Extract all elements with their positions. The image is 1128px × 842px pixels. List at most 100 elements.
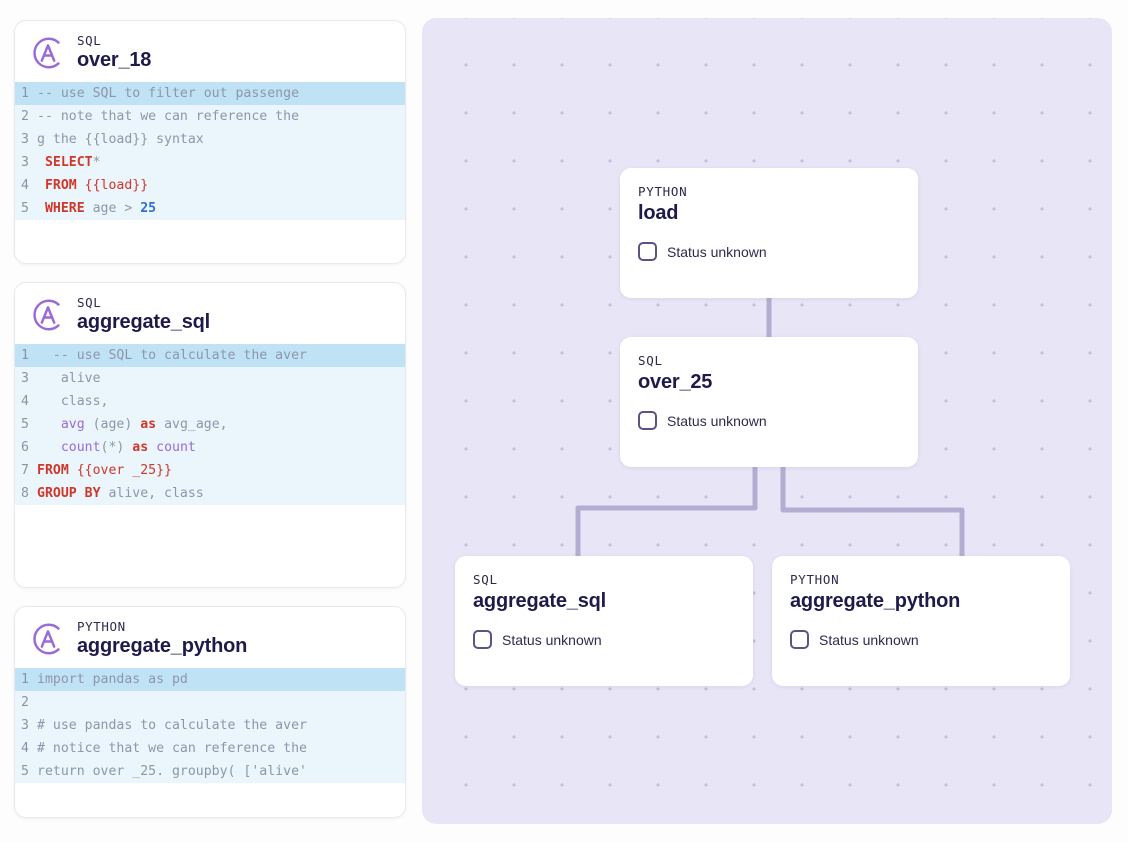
code-line-text: -- use SQL to calculate the aver (37, 344, 307, 367)
code-token: alive (37, 371, 101, 386)
code-line-text: return over _25. groupby( ['alive' (37, 760, 307, 783)
dag-canvas[interactable]: PYTHON load Status unknown SQL over_25 S… (422, 18, 1112, 824)
code-token: # notice that we can reference the (37, 741, 307, 756)
code-line-text: -- use SQL to filter out passenge (37, 82, 299, 105)
line-number: 3 (21, 371, 29, 386)
code-line[interactable]: 5 return over _25. groupby( ['alive' (15, 760, 405, 783)
code-line[interactable]: 1-- use SQL to filter out passenge (15, 82, 405, 105)
code-line[interactable]: 3 alive (15, 367, 405, 390)
editor-model-name: aggregate_python (77, 635, 248, 657)
code-line[interactable]: 4 FROM {{load}} (15, 174, 405, 197)
editor-card-filler (15, 505, 405, 587)
code-token: SELECT (44, 155, 93, 170)
edge-over25-to-aggregate-python (780, 467, 965, 556)
dag-node-over-25[interactable]: SQL over_25 Status unknown (620, 337, 918, 467)
editor-card-titles: PYTHON aggregate_python (77, 619, 247, 658)
line-number: 5 (21, 201, 29, 216)
code-line-text: SELECT* (37, 151, 101, 174)
code-line-text: count(*) as count (37, 436, 196, 459)
line-number: 1 (21, 672, 29, 687)
line-number: 3 (21, 132, 29, 147)
code-token: -- use SQL to filter out passenge (37, 86, 300, 101)
line-number: 6 (21, 440, 29, 455)
code-line-text: GROUP BY alive, class (37, 482, 204, 505)
line-number: 2 (21, 695, 29, 710)
line-number: 4 (21, 741, 29, 756)
code-token: GROUP BY (37, 486, 101, 501)
code-line[interactable]: 8 GROUP BY alive, class (15, 482, 405, 505)
code-token: 25 (140, 201, 157, 216)
editor-card-aggregate-sql[interactable]: SQL aggregate_sql 1 -- use SQL to calcul… (14, 282, 406, 588)
code-line[interactable]: 1 -- use SQL to calculate the aver (15, 344, 405, 367)
dag-node-name: load (638, 202, 679, 224)
code-token: count (60, 440, 101, 455)
line-number: 3 (21, 155, 29, 170)
dag-node-aggregate-python[interactable]: PYTHON aggregate_python Status unknown (772, 556, 1070, 686)
code-token: WHERE (44, 201, 85, 216)
code-token: -- note that we can reference the (37, 109, 300, 124)
code-token: g the {{load}} syntax (37, 132, 204, 147)
code-token (37, 440, 61, 455)
editor-card-titles: SQL aggregate_sql (77, 295, 210, 334)
code-line[interactable]: 3 SELECT* (15, 151, 405, 174)
code-token (37, 417, 61, 432)
code-line[interactable]: 2 -- note that we can reference the (15, 105, 405, 128)
code-line[interactable]: 2 (15, 691, 405, 714)
code-line[interactable]: 6 count(*) as count (15, 436, 405, 459)
edge-over25-to-aggregate-sql (575, 467, 758, 556)
code-line-text: FROM {{load}} (37, 174, 148, 197)
arc-a-logo-icon (29, 296, 67, 334)
code-line[interactable]: 3 g the {{load}} syntax (15, 128, 405, 151)
dag-node-status-row: Status unknown (638, 242, 900, 261)
code-token (37, 178, 45, 193)
line-number: 8 (21, 486, 29, 501)
line-number: 4 (21, 178, 29, 193)
code-line[interactable]: 5 WHERE age > 25 (15, 197, 405, 220)
code-line-text: alive (37, 367, 101, 390)
editor-card-header: SQL aggregate_sql (15, 283, 405, 344)
code-token (37, 201, 45, 216)
status-checkbox[interactable] (638, 411, 657, 430)
code-token: count (156, 440, 196, 455)
code-line-text: WHERE age > 25 (37, 197, 156, 220)
code-token: (*) (100, 440, 133, 455)
code-token: -- use SQL to calculate the aver (37, 348, 307, 363)
code-line[interactable]: 4 class, (15, 390, 405, 413)
editor-card-over-18[interactable]: SQL over_18 1-- use SQL to filter out pa… (14, 20, 406, 264)
code-token: FROM (44, 178, 77, 193)
code-token: FROM (37, 463, 69, 478)
arc-a-logo-icon (29, 620, 67, 658)
status-checkbox[interactable] (473, 630, 492, 649)
code-line[interactable]: 4 # notice that we can reference the (15, 737, 405, 760)
code-token (37, 155, 45, 170)
code-token: avg_age, (156, 417, 228, 432)
editor-model-name: aggregate_sql (77, 311, 211, 333)
dag-node-aggregate-sql[interactable]: SQL aggregate_sql Status unknown (455, 556, 753, 686)
editor-card-header: PYTHON aggregate_python (15, 607, 405, 668)
code-token: as (132, 440, 149, 455)
code-token: # use pandas to calculate the aver (37, 718, 307, 733)
status-label: Status unknown (819, 631, 919, 648)
status-checkbox[interactable] (790, 630, 809, 649)
code-line[interactable]: 5 avg (age) as avg_age, (15, 413, 405, 436)
editor-model-name: over_18 (77, 49, 152, 71)
editor-kind-label: SQL (77, 33, 102, 48)
status-checkbox[interactable] (638, 242, 657, 261)
dag-node-kind: PYTHON (790, 572, 840, 587)
dag-node-load[interactable]: PYTHON load Status unknown (620, 168, 918, 298)
code-line[interactable]: 3# use pandas to calculate the aver (15, 714, 405, 737)
dag-node-kind: SQL (638, 353, 663, 368)
code-editor-over-18[interactable]: 1-- use SQL to filter out passenge 2 -- no… (15, 82, 405, 220)
line-number: 5 (21, 764, 29, 779)
code-line-text: g the {{load}} syntax (37, 128, 204, 151)
code-line-text: class, (37, 390, 109, 413)
line-number: 2 (21, 109, 29, 124)
dag-edges (575, 298, 965, 556)
code-token: age > (84, 201, 141, 216)
